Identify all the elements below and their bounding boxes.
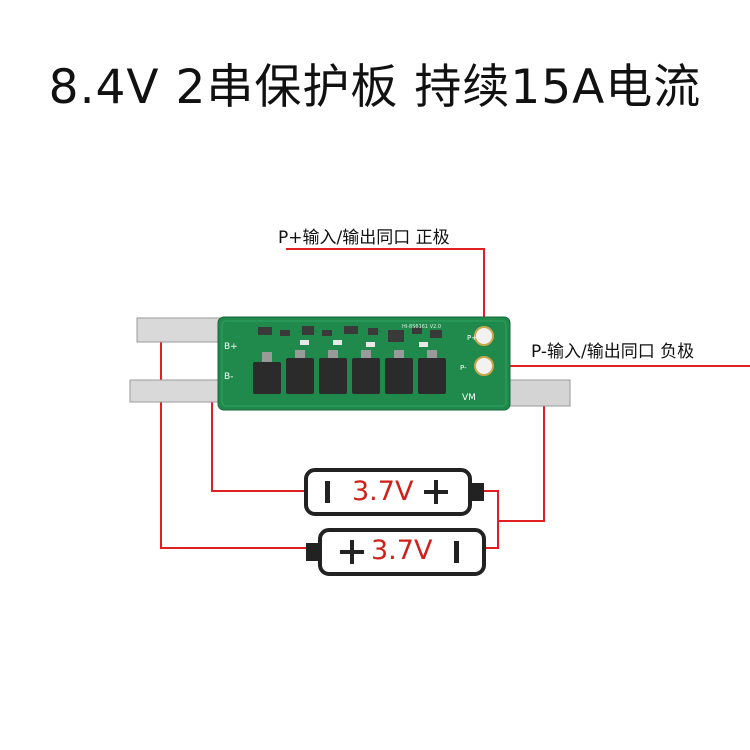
p-plus-leader-line bbox=[286, 248, 485, 327]
battery-1 bbox=[304, 468, 484, 516]
p-plus-silk: P+ bbox=[467, 334, 477, 342]
p-minus-silk: P- bbox=[460, 364, 467, 372]
mosfet bbox=[319, 358, 347, 394]
p-plus-annotation: P+输入/输出同口 正极 bbox=[278, 228, 450, 248]
battery-2-voltage: 3.7V bbox=[371, 535, 433, 566]
battery-plus-mark-v bbox=[434, 480, 438, 504]
mosfet-array bbox=[253, 350, 446, 394]
product-title: 8.4V 2串保护板 持续15A电流 bbox=[48, 60, 702, 115]
smd-components bbox=[258, 326, 442, 342]
battery-2 bbox=[306, 528, 486, 576]
b-minus-silk: B- bbox=[224, 372, 233, 382]
series-link-wire bbox=[484, 490, 499, 549]
wiring bbox=[160, 248, 750, 549]
b-minus-wire bbox=[211, 400, 306, 492]
battery-1-voltage: 3.7V bbox=[352, 476, 414, 507]
p-minus-pad bbox=[474, 356, 494, 376]
p-minus-annotation: P-输入/输出同口 负极 bbox=[531, 342, 695, 362]
mosfet bbox=[385, 358, 413, 394]
battery-minus-mark bbox=[454, 541, 459, 563]
vm-silk: VM bbox=[462, 393, 476, 403]
battery-plus-mark-v bbox=[350, 540, 354, 564]
mosfet bbox=[253, 362, 281, 394]
b-plus-wire bbox=[160, 333, 306, 549]
mosfet bbox=[418, 358, 446, 394]
mosfet bbox=[286, 358, 314, 394]
p-plus-pad bbox=[474, 326, 494, 346]
board-silk-text: HI-8S6161 V2.0 bbox=[402, 324, 441, 330]
mid-tap-wire bbox=[498, 395, 545, 522]
b-plus-silk: B+ bbox=[224, 342, 238, 352]
mosfet bbox=[352, 358, 380, 394]
battery-minus-mark bbox=[325, 481, 330, 503]
